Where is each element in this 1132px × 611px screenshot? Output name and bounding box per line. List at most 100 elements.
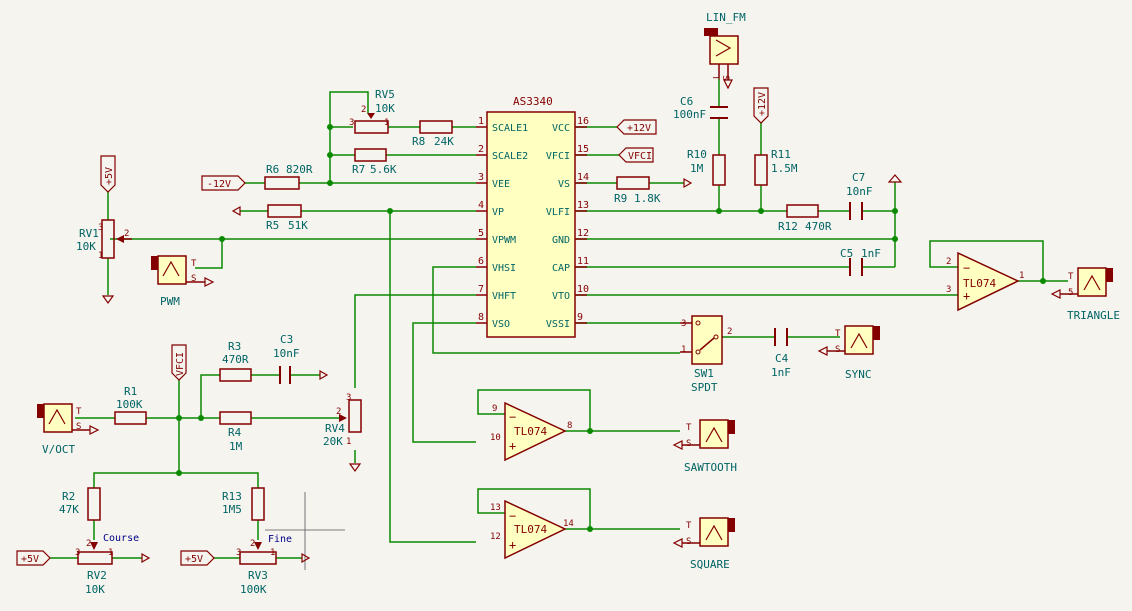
potentiometer-rv1[interactable]: 3 2 1 RV1 10K: [76, 219, 132, 261]
jack-sawtooth[interactable]: T S SAWTOOTH: [672, 419, 737, 474]
value: 10K: [76, 240, 96, 253]
value: 24K: [434, 135, 454, 148]
potentiometer-rv4[interactable]: 3 2 1 RV4 20K: [323, 393, 362, 448]
potentiometer-rv2[interactable]: 3 2 1 Course RV2 10K: [75, 533, 139, 596]
potentiometer-rv3[interactable]: 3 2 1 Fine RV3 100K: [236, 534, 292, 596]
pin-2: 2: [250, 539, 255, 549]
power-flag-pos12-ic: +12V: [616, 119, 657, 135]
ref: R7: [352, 163, 365, 176]
pin-out: 8: [567, 421, 572, 431]
ic-pin-name: VSO: [492, 319, 510, 330]
pin-t: T: [686, 423, 692, 433]
label: +12V: [627, 123, 651, 134]
ref: R6: [266, 163, 279, 176]
name: TL074: [514, 523, 547, 536]
pin-3: 3: [346, 393, 351, 403]
value: 1M5: [222, 503, 242, 516]
opamp-tl074-3[interactable]: − + TL074 13 12 14: [490, 499, 574, 560]
opamp-tl074-2[interactable]: − + TL074 9 10 8: [490, 401, 572, 462]
minus-sign: −: [963, 261, 970, 275]
pin-t: T: [710, 75, 720, 81]
pin-t: T: [686, 521, 692, 531]
ic-as3340[interactable]: AS3340 1SCALE12SCALE23VEE4VP5VPWM6VHSI7V…: [476, 95, 589, 338]
name: TL074: [963, 277, 996, 290]
label: +12V: [757, 92, 768, 116]
ic-pin-number: 4: [478, 200, 484, 211]
resistor-r6[interactable]: R6 820R: [264, 163, 313, 190]
switch-sw1[interactable]: 3 1 2 SW1 SPDT: [680, 315, 732, 394]
pin-s: S: [686, 537, 691, 547]
pin-out: 14: [563, 519, 574, 529]
ref: R2: [62, 490, 75, 503]
pin-2: 2: [124, 229, 129, 239]
pin-1: 1: [270, 548, 275, 558]
label: LIN_FM: [706, 11, 746, 24]
value: 51K: [288, 219, 308, 232]
ref: R13: [222, 490, 242, 503]
label: TRIANGLE: [1067, 309, 1120, 322]
pin-out: 1: [1019, 271, 1024, 281]
ref: RV4: [325, 422, 345, 435]
label: SAWTOOTH: [684, 461, 737, 474]
jack-square[interactable]: T S SQUARE: [672, 517, 735, 571]
label: SYNC: [845, 368, 872, 381]
ic-pins: 1SCALE12SCALE23VEE4VP5VPWM6VHSI7VHFT8VSO…: [476, 116, 589, 330]
ic-pin-name: CAP: [552, 263, 570, 274]
pin-s: S: [835, 345, 840, 355]
pin-2: 2: [336, 407, 341, 417]
pin-2: 2: [361, 105, 366, 115]
ic-pin-number: 15: [577, 144, 589, 155]
opamp-tl074-1[interactable]: − + TL074 2 3 1: [946, 251, 1024, 312]
potentiometer-rv5[interactable]: 3 2 1 RV5 10K: [349, 88, 395, 134]
ref: C3: [280, 333, 293, 346]
minus-sign: −: [509, 410, 516, 424]
jack-triangle[interactable]: T 5 TRIANGLE: [1050, 267, 1120, 322]
ref: R3: [228, 340, 241, 353]
ground-symbols: [101, 174, 903, 564]
value: 470R: [805, 220, 832, 233]
ref: C5: [840, 247, 853, 260]
label: Course: [103, 533, 139, 544]
value: 10K: [375, 102, 395, 115]
pin-inv: 2: [946, 257, 951, 267]
value: 820R: [286, 163, 313, 176]
jack-v-oct[interactable]: T S V/OCT: [37, 403, 100, 456]
pin-s: S: [76, 422, 81, 432]
jack-pwm[interactable]: T S PWM: [151, 255, 215, 308]
label: V/OCT: [42, 443, 75, 456]
pin-3: 3: [98, 223, 103, 233]
power-flag-neg12: -12V: [201, 175, 246, 191]
jack-lin-fm[interactable]: T S LIN_FM: [704, 11, 746, 90]
ic-pin-name: VFCI: [546, 151, 570, 162]
pin-1: 1: [681, 345, 686, 355]
label: VFCI: [175, 352, 186, 376]
value: 100K: [116, 398, 143, 411]
power-flag-pos5-rv2: +5V: [16, 550, 51, 566]
ic-pin-number: 12: [577, 228, 589, 239]
ic-pin-number: 6: [478, 256, 484, 267]
ic-pin-number: 5: [478, 228, 484, 239]
jack-sync[interactable]: T S SYNC: [817, 325, 880, 381]
ic-pin-name: VHFT: [492, 291, 516, 302]
label: +5V: [21, 554, 39, 565]
type: SPDT: [691, 381, 718, 394]
value: 1M: [229, 440, 243, 453]
ic-pin-number: 2: [478, 144, 484, 155]
